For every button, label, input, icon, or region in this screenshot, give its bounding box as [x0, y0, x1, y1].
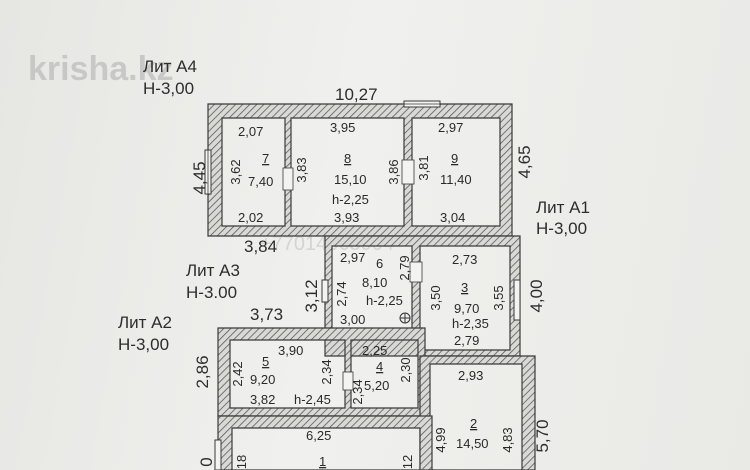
room8-ceiling: h-2,25	[332, 192, 369, 207]
room5-h-left: 2,42	[230, 361, 245, 386]
room4-area: 5,20	[364, 378, 389, 393]
dim-a3-left: 3,12	[302, 279, 321, 312]
room7-num: 7	[262, 151, 269, 166]
dim-a4-right: 4,65	[515, 145, 534, 178]
meter-symbol-icon	[399, 312, 411, 324]
room4-h-right: 2,30	[398, 357, 413, 382]
room3-h-left: 3,50	[428, 285, 443, 310]
dim-a3-width: 3,73	[250, 305, 283, 324]
room7-area: 7,40	[248, 174, 273, 189]
watermark-site: krisha.kz	[28, 50, 174, 88]
lit-a1-name: Лит А1	[536, 198, 590, 217]
room7-h: 3,62	[228, 159, 243, 184]
dim-right-bottom: 5,70	[533, 419, 552, 452]
lit-a2-name: Лит А2	[118, 313, 172, 332]
dim-a4-bottom: 3,84	[244, 237, 277, 256]
room9-w-top: 2,97	[438, 120, 463, 135]
lit-a3-height: H-3.00	[186, 283, 237, 302]
room7-w-bottom: 2,02	[238, 210, 263, 225]
room6-h-right: 2,79	[397, 255, 412, 280]
room8-h-left: 3,83	[294, 157, 309, 182]
room8-w-bottom: 3,93	[334, 210, 359, 225]
room6-ceiling: h-2,25	[366, 293, 403, 308]
lit-a4-height: H-3,00	[143, 79, 194, 98]
window-a3-left	[321, 279, 329, 303]
dim-a2-left: 2,86	[193, 355, 212, 388]
room2-h-left: 4,99	[433, 427, 448, 452]
room5-w-bottom: 3,82	[250, 392, 275, 407]
dim-a1-right: 4,00	[527, 279, 546, 312]
room6-area: 8,10	[362, 275, 387, 290]
lit-a3-name: Лит А3	[186, 261, 240, 280]
room9-h: 3,81	[416, 155, 431, 180]
room5-area: 9,20	[250, 372, 275, 387]
door-8-9	[401, 159, 415, 185]
dim-a4-left: 4,45	[190, 161, 209, 194]
room6-h-left: 2,74	[334, 281, 349, 306]
door-5-4	[342, 371, 354, 391]
room6-w-top: 2,97	[340, 250, 365, 265]
room7-w-top: 2,07	[238, 124, 263, 139]
room8-num: 8	[344, 151, 351, 166]
dim-outer-top: 10,27	[335, 85, 378, 104]
room8-area: 15,10	[334, 172, 367, 187]
room1-h-right: 12	[400, 455, 415, 469]
room2-w-top: 2,93	[458, 368, 483, 383]
room3-w-top: 2,73	[452, 252, 477, 267]
room1-num: 1	[319, 454, 326, 469]
window-a4-top	[403, 100, 441, 108]
dim-left-bottom: 0	[197, 457, 216, 466]
room2-num: 2	[470, 416, 477, 431]
door-6-3	[409, 261, 423, 283]
room5-ceiling: h-2,45	[294, 392, 331, 407]
room9-area: 11,40	[440, 172, 472, 187]
lit-a4-name: Лит А4	[143, 57, 197, 76]
room5-h-right: 2,34	[319, 359, 334, 384]
room2-area: 14,50	[456, 436, 489, 451]
room3-w-bottom: 2,79	[454, 333, 479, 348]
room9-w-bottom: 3,04	[440, 210, 465, 225]
lit-a2-height: H-3,00	[118, 335, 169, 354]
room6-num: 6	[376, 256, 383, 271]
room5-num: 5	[262, 354, 269, 369]
room6-w-bottom: 3,00	[340, 312, 365, 327]
room8-w-top: 3,95	[330, 120, 355, 135]
room2-h-right: 4,83	[500, 427, 515, 452]
room3-h-right: 3,55	[491, 285, 506, 310]
room3-area: 9,70	[454, 301, 479, 316]
room4-num: 4	[376, 359, 383, 374]
door-7-8	[282, 167, 294, 191]
room3-num: 3	[461, 280, 468, 295]
lit-a1-height: H-3,00	[536, 219, 587, 238]
room1-h-left: 18	[234, 455, 249, 469]
room4-w-top: 2,25	[362, 343, 387, 358]
window-a1-right	[513, 279, 521, 321]
window-room1-left	[214, 439, 222, 470]
room5-w-top: 3,90	[278, 343, 303, 358]
window-a4-left	[204, 149, 212, 195]
room3-ceiling: h-2,35	[452, 316, 489, 331]
room1-w-top: 6,25	[306, 428, 331, 443]
room4-h-left: 2,34	[350, 379, 365, 404]
room8-h-right: 3,86	[386, 159, 401, 184]
room9-num: 9	[451, 151, 458, 166]
